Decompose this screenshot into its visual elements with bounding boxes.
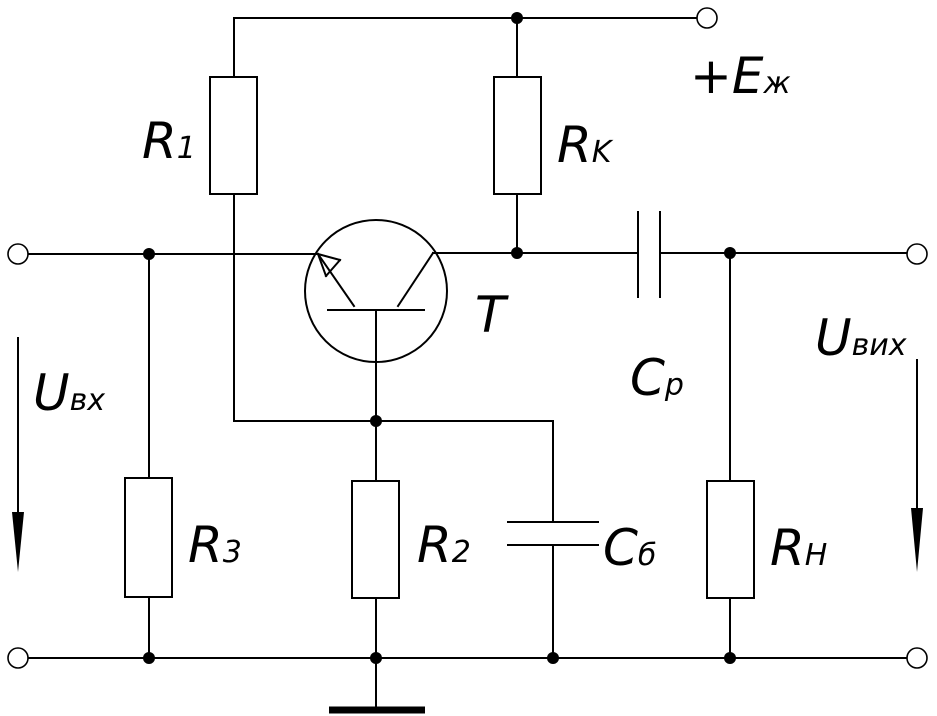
transistor-body: [304, 219, 448, 363]
capacitor-cp: [637, 211, 661, 298]
input-terminal-top: [7, 243, 29, 265]
input-terminal-bottom: [7, 647, 29, 669]
output-terminal-bottom: [906, 647, 928, 669]
resistor-rk: [493, 76, 542, 195]
resistor-r2: [351, 480, 400, 599]
resistor-rn: [706, 480, 755, 599]
label-r3: R3: [188, 516, 242, 574]
emitter-arrow-b: [316, 252, 328, 278]
output-terminal-top: [906, 243, 928, 265]
supply-terminal: [696, 7, 718, 29]
transistor-emitter: [316, 252, 356, 308]
capacitor-cb: [507, 521, 599, 546]
emitter-arrow-a: [316, 252, 342, 262]
transistor-collector: [396, 251, 435, 308]
label-rk: RK: [557, 116, 614, 174]
junctions: [143, 12, 736, 664]
resistor-r3: [124, 477, 173, 598]
junction-dot: [143, 652, 155, 664]
input-voltage-arrow: [12, 337, 24, 572]
junction-dot: [724, 652, 736, 664]
label-u-in: Uвх: [33, 364, 105, 422]
resistor-r1: [209, 76, 258, 195]
label-supply: +Eж: [690, 47, 791, 105]
junction-dot: [143, 248, 155, 260]
label-rn: RH: [770, 519, 827, 577]
label-cb: Cб: [603, 519, 656, 577]
junction-dot: [511, 12, 523, 24]
junction-dot: [547, 652, 559, 664]
label-r2: R2: [417, 516, 471, 574]
label-transistor: T: [475, 286, 509, 344]
label-u-out: Uвих: [815, 309, 907, 367]
wires: [28, 17, 907, 711]
output-voltage-arrow: [911, 359, 923, 572]
transistor-t: [304, 219, 448, 363]
junction-dot: [724, 247, 736, 259]
emitter-arrow-c: [324, 258, 342, 278]
label-r1: R1: [142, 112, 196, 170]
junction-dot: [511, 247, 523, 259]
junction-dot: [370, 652, 382, 664]
label-cp: Cp: [630, 349, 684, 407]
junction-dot: [370, 415, 382, 427]
